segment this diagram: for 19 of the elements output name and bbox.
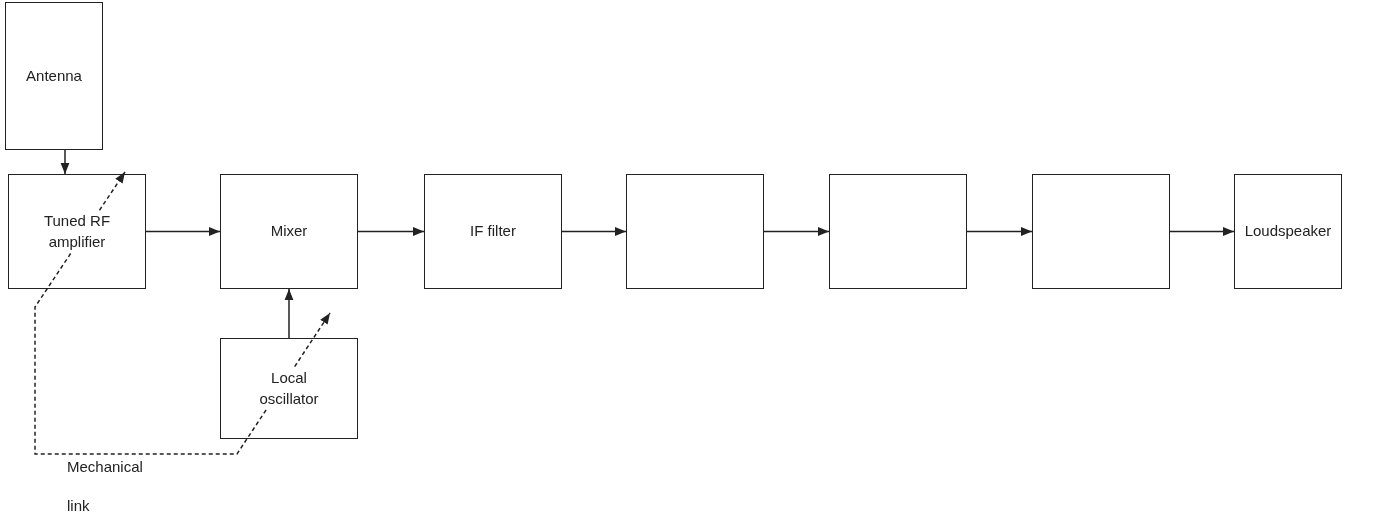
edge-label: Mechanical link [67, 457, 144, 516]
empty-block-box [1032, 174, 1170, 289]
block-box [220, 338, 358, 439]
dashed-link-arrow [34, 171, 331, 455]
block-box [8, 174, 146, 289]
arrow [561, 227, 627, 236]
arrow [357, 227, 425, 236]
arrow [966, 227, 1033, 236]
arrow [1169, 227, 1235, 236]
empty-block-box [626, 174, 764, 289]
block-box [5, 2, 103, 150]
arrow [763, 227, 830, 236]
block-box [1234, 174, 1342, 289]
empty-block-box [829, 174, 967, 289]
arrow [284, 288, 294, 339]
arrow [145, 227, 221, 236]
arrow [60, 149, 70, 175]
block-box [220, 174, 358, 289]
block-box [424, 174, 562, 289]
